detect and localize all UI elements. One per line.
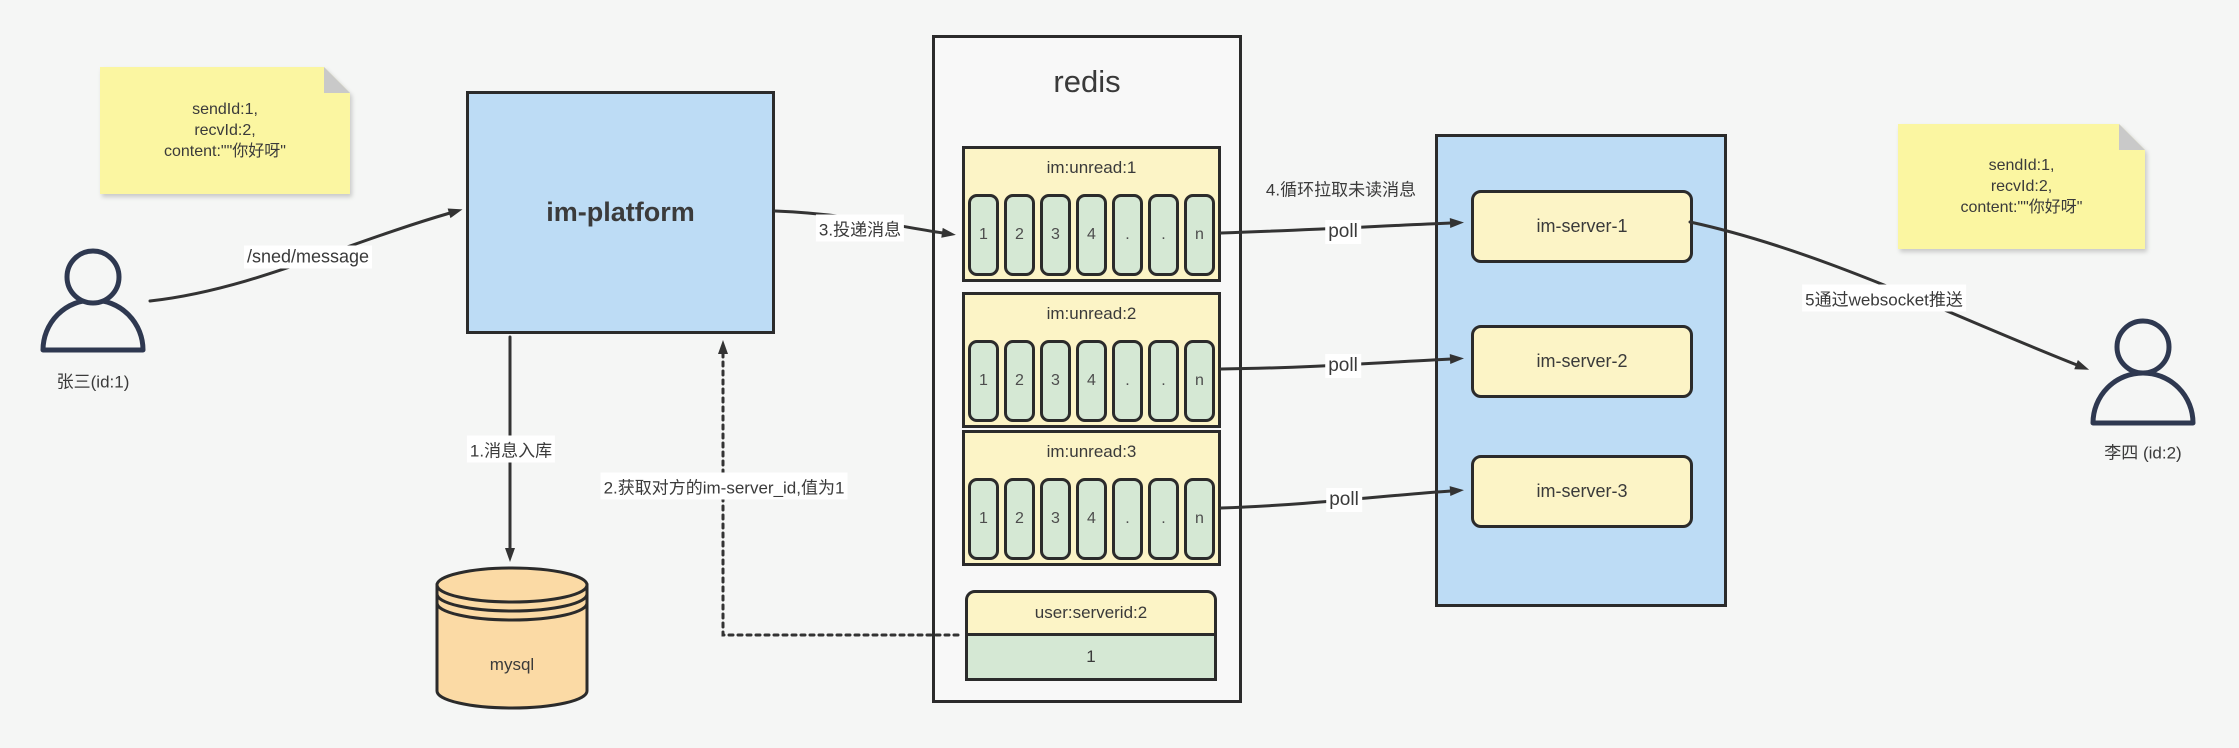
im-platform-label: im-platform: [546, 197, 695, 227]
queue-cell: 3: [1040, 478, 1071, 560]
queue-cell: .: [1148, 340, 1179, 422]
note-line: content:""你好呀": [1960, 199, 2083, 216]
queue-cells: 1 2 3 4 . . n: [965, 478, 1218, 560]
receiver-person-icon: [2090, 318, 2196, 426]
queue-cell: n: [1184, 194, 1215, 276]
queue-cell: 4: [1076, 194, 1107, 276]
queue-cell: 1: [968, 478, 999, 560]
queue-cell: 4: [1076, 478, 1107, 560]
queue-cell: .: [1112, 194, 1143, 276]
queue-cell: 2: [1004, 340, 1035, 422]
redis-queue-3: im:unread:3 1 2 3 4 . . n: [962, 430, 1221, 566]
queue-cell: 2: [1004, 194, 1035, 276]
mapping-key: user:serverid:2: [965, 590, 1217, 636]
note-line: sendId:1,: [192, 101, 258, 118]
mysql-label: mysql: [489, 655, 535, 674]
queue-cell: 3: [1040, 340, 1071, 422]
queue-label: im:unread:1: [1046, 158, 1137, 177]
redis-queue-2: im:unread:2 1 2 3 4 . . n: [962, 292, 1221, 428]
queue-label: im:unread:3: [1046, 442, 1137, 461]
im-server-3-node: im-server-3: [1471, 455, 1693, 528]
edge-label-poll-1: poll: [1325, 220, 1361, 244]
queue-cell: .: [1112, 478, 1143, 560]
queue-cell: 3: [1040, 194, 1071, 276]
note-line: sendId:1,: [1988, 157, 2055, 174]
note-message-left: sendId:1, recvId:2, content:""你好呀": [100, 67, 350, 194]
note-line: recvId:2,: [194, 122, 256, 139]
edge-label-step1: 1.消息入库: [466, 435, 556, 463]
sender-person-icon: [40, 248, 146, 353]
queue-cells: 1 2 3 4 . . n: [965, 194, 1218, 276]
im-server-1-node: im-server-1: [1471, 190, 1693, 263]
queue-cell: 4: [1076, 340, 1107, 422]
queue-cell: 1: [968, 194, 999, 276]
edge-label-step5: 5通过websocket推送: [1802, 284, 1966, 312]
queue-cell: n: [1184, 478, 1215, 560]
edge-label-step4: 4.循环拉取未读消息: [1265, 180, 1417, 200]
note-fold-icon: [2119, 124, 2145, 150]
sender-label: 张三(id:1): [56, 372, 130, 392]
edge-label-send: /sned/message: [243, 245, 373, 269]
im-server-label: im-server-2: [1536, 351, 1628, 371]
redis-queue-1: im:unread:1 1 2 3 4 . . n: [962, 146, 1221, 282]
im-server-label: im-server-1: [1536, 216, 1628, 236]
queue-cell: .: [1148, 194, 1179, 276]
note-message-right: sendId:1, recvId:2, content:""你好呀": [1898, 124, 2145, 249]
im-server-label: im-server-3: [1536, 481, 1628, 501]
edge-label-poll-2: poll: [1325, 354, 1361, 378]
mysql-database-icon: [435, 566, 589, 710]
redis-title: redis: [1053, 64, 1121, 99]
queue-cell: .: [1148, 478, 1179, 560]
im-platform-node: im-platform: [466, 91, 775, 334]
queue-cells: 1 2 3 4 . . n: [965, 340, 1218, 422]
queue-cell: 1: [968, 340, 999, 422]
edge-label-step2: 2.获取对方的im-server_id,值为1: [600, 472, 848, 500]
mapping-value: 1: [965, 636, 1217, 681]
im-server-group: im-server-1 im-server-2 im-server-3: [1435, 134, 1727, 607]
im-server-2-node: im-server-2: [1471, 325, 1693, 398]
receiver-label: 李四 (id:2): [2104, 443, 2182, 463]
note-fold-icon: [324, 67, 350, 93]
note-line: recvId:2,: [1990, 178, 2053, 195]
redis-container: redis im:unread:1 1 2 3 4 . . n im:unrea…: [932, 35, 1242, 703]
user-serverid-mapping: user:serverid:2 1: [965, 590, 1217, 681]
edge-label-step3: 3.投递消息: [815, 214, 905, 242]
note-body: sendId:1, recvId:2, content:""你好呀": [100, 67, 350, 194]
note-body: sendId:1, recvId:2, content:""你好呀": [1898, 124, 2145, 249]
note-line: content:""你好呀": [164, 143, 286, 160]
edge-label-poll-3: poll: [1326, 488, 1362, 512]
queue-cell: n: [1184, 340, 1215, 422]
queue-label: im:unread:2: [1046, 304, 1137, 323]
queue-cell: 2: [1004, 478, 1035, 560]
queue-cell: .: [1112, 340, 1143, 422]
